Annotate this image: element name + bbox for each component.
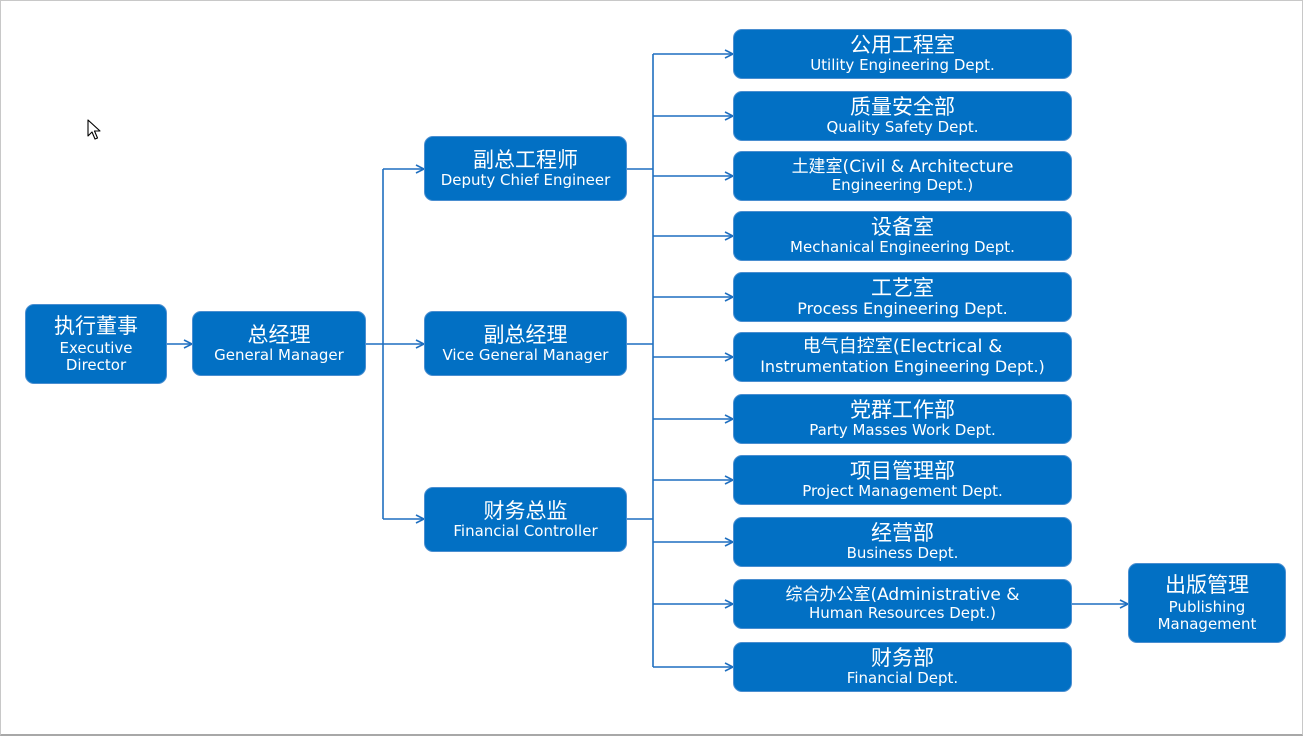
publishing-management-zh-label: 出版管理 bbox=[1165, 572, 1249, 597]
dept-project-management: 项目管理部 Project Management Dept. bbox=[733, 455, 1072, 505]
dept-business: 经营部 Business Dept. bbox=[733, 517, 1072, 567]
publishing-management-en-label: Publishing Management bbox=[1157, 597, 1257, 634]
dept-financial-en: Financial Dept. bbox=[846, 669, 959, 688]
dept-quality-safety: 质量安全部 Quality Safety Dept. bbox=[733, 91, 1072, 141]
general-manager-en-label: General Manager bbox=[214, 345, 344, 364]
dept-process-engineering-zh: 工艺室 bbox=[871, 275, 934, 300]
node-vice-general-manager: 副总经理 Vice General Manager bbox=[424, 311, 627, 376]
dept-project-management-zh: 项目管理部 bbox=[850, 459, 955, 484]
dept-party-masses-work-en: Party Masses Work Dept. bbox=[809, 421, 996, 440]
dept-process-engineering: 工艺室 Process Engineering Dept. bbox=[733, 272, 1072, 322]
dept-party-masses-work-zh: 党群工作部 bbox=[850, 398, 955, 423]
executive-director-en-label: Executive Director bbox=[59, 338, 133, 375]
dept-quality-safety-en: Quality Safety Dept. bbox=[826, 118, 979, 137]
vice-general-manager-en-label: Vice General Manager bbox=[442, 345, 609, 364]
financial-controller-en-label: Financial Controller bbox=[453, 521, 598, 540]
node-executive-director: 执行董事 Executive Director bbox=[25, 304, 167, 384]
dept-quality-safety-zh: 质量安全部 bbox=[850, 95, 955, 120]
vice-general-manager-zh-label: 副总经理 bbox=[483, 322, 568, 347]
dept-electrical-instrumentation-line1: 电气自控室(Electrical & bbox=[802, 336, 1003, 358]
dept-utility-engineering: 公用工程室 Utility Engineering Dept. bbox=[733, 29, 1072, 79]
dept-mechanical-engineering-en: Mechanical Engineering Dept. bbox=[790, 238, 1015, 257]
dept-process-engineering-en: Process Engineering Dept. bbox=[797, 298, 1008, 318]
dept-mechanical-engineering: 设备室 Mechanical Engineering Dept. bbox=[733, 211, 1072, 261]
dept-mechanical-engineering-zh: 设备室 bbox=[871, 215, 934, 240]
dept-administrative-hr-line1: 综合办公室(Administrative & bbox=[785, 584, 1020, 605]
mouse-pointer-icon bbox=[87, 119, 101, 140]
dept-civil-architecture: 土建室(Civil & Architecture Engineering Dep… bbox=[733, 151, 1072, 201]
dept-financial-zh: 财务部 bbox=[871, 646, 934, 671]
node-general-manager: 总经理 General Manager bbox=[192, 311, 366, 376]
node-financial-controller: 财务总监 Financial Controller bbox=[424, 487, 627, 552]
dept-business-en: Business Dept. bbox=[846, 544, 959, 563]
deputy-chief-engineer-zh-label: 副总工程师 bbox=[473, 147, 578, 172]
financial-controller-zh-label: 财务总监 bbox=[483, 498, 568, 523]
dept-utility-engineering-en: Utility Engineering Dept. bbox=[810, 56, 995, 75]
node-publishing-management: 出版管理 Publishing Management bbox=[1128, 563, 1286, 643]
deputy-chief-engineer-en-label: Deputy Chief Engineer bbox=[440, 170, 611, 189]
node-deputy-chief-engineer: 副总工程师 Deputy Chief Engineer bbox=[424, 136, 627, 201]
dept-electrical-instrumentation: 电气自控室(Electrical & Instrumentation Engin… bbox=[733, 332, 1072, 382]
dept-administrative-hr-line2: Human Resources Dept.) bbox=[808, 604, 997, 623]
dept-civil-architecture-line1: 土建室(Civil & Architecture bbox=[791, 156, 1014, 177]
executive-director-zh-label: 执行董事 bbox=[54, 313, 138, 338]
dept-financial: 财务部 Financial Dept. bbox=[733, 642, 1072, 692]
dept-project-management-en: Project Management Dept. bbox=[802, 482, 1003, 501]
dept-civil-architecture-line2: Engineering Dept.) bbox=[831, 176, 974, 195]
dept-party-masses-work: 党群工作部 Party Masses Work Dept. bbox=[733, 394, 1072, 444]
dept-administrative-hr: 综合办公室(Administrative & Human Resources D… bbox=[733, 579, 1072, 629]
dept-utility-engineering-zh: 公用工程室 bbox=[850, 33, 955, 58]
dept-electrical-instrumentation-line2: Instrumentation Engineering Dept.) bbox=[760, 357, 1045, 377]
dept-business-zh: 经营部 bbox=[871, 521, 934, 546]
general-manager-zh-label: 总经理 bbox=[247, 322, 311, 347]
